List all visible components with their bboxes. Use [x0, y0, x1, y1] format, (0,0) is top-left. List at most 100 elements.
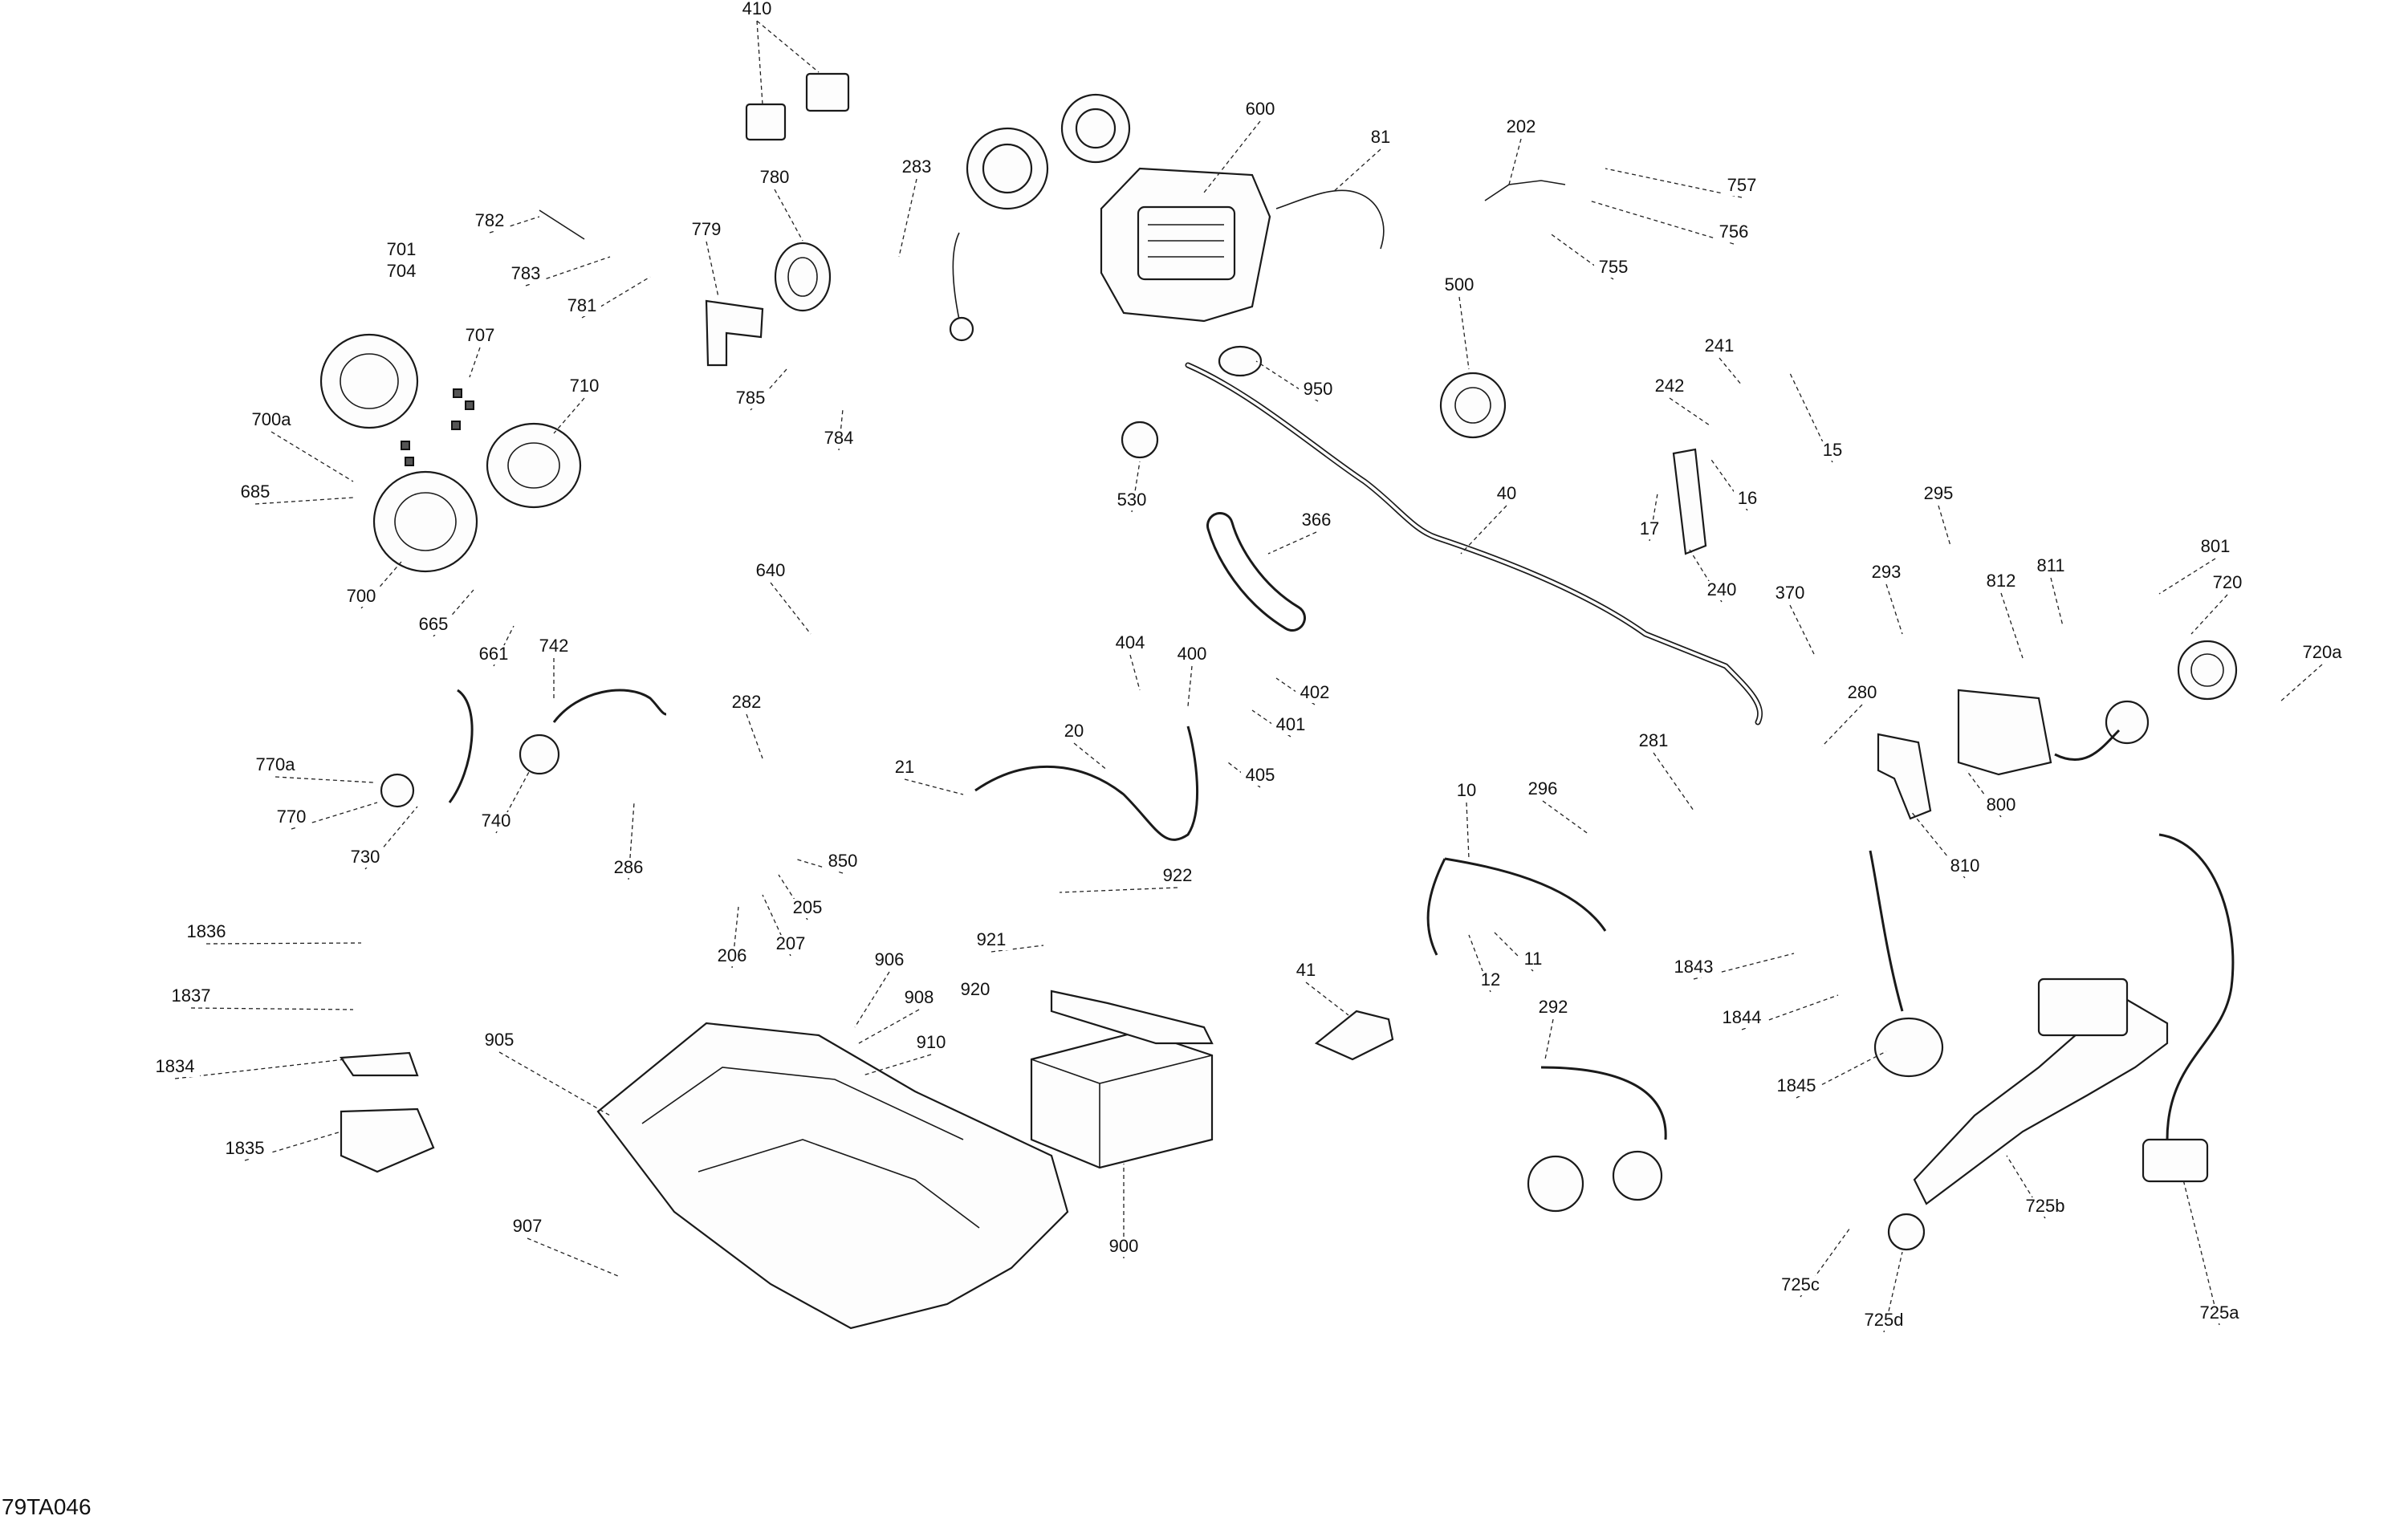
callout-label: 950: [1304, 379, 1333, 399]
callout-label: 240: [1707, 579, 1737, 599]
callout-label: 720a: [2303, 642, 2343, 662]
relay-part: [745, 72, 850, 141]
leader-line: [1669, 397, 1710, 426]
callout-286: 286: [609, 802, 648, 880]
callout-label: 600: [1246, 99, 1275, 119]
callout-1843: 1843: [1669, 953, 1795, 980]
callout-757: 757: [1605, 168, 1761, 198]
leader-line: [2182, 1179, 2220, 1326]
callout-label: 710: [570, 376, 600, 396]
hold-down-part: [1050, 990, 1214, 1045]
horn-part: [774, 242, 832, 312]
callout-label: 410: [742, 0, 772, 18]
callout-label: 740: [482, 811, 511, 831]
callout-370: 370: [1771, 583, 1815, 655]
callout-label: 665: [419, 614, 449, 634]
callout-label: 770: [277, 807, 307, 827]
callout-label: 781: [567, 295, 597, 315]
callout-layer: 4106008120275775675528378077978278378170…: [150, 0, 2347, 1333]
leader-line: [498, 1051, 611, 1116]
leader-line: [1938, 505, 1951, 547]
callout-800: 800: [1966, 770, 2020, 818]
callout-label: 780: [760, 167, 790, 187]
callout-242: 242: [1650, 376, 1710, 426]
callout-780: 780: [755, 167, 803, 242]
leader-line: [2000, 592, 2024, 659]
callout-283: 283: [897, 156, 936, 258]
callout-41: 41: [1292, 960, 1349, 1016]
callout-label: 41: [1296, 960, 1316, 980]
callout-label: 530: [1117, 490, 1147, 510]
callout-530: 530: [1112, 461, 1151, 513]
callout-707: 707: [461, 325, 499, 378]
callout-404: 404: [1111, 632, 1149, 691]
leader-line: [495, 770, 531, 834]
leader-line: [174, 1059, 346, 1079]
callout-label: 922: [1163, 865, 1193, 885]
callout-782: 782: [470, 210, 540, 234]
callout-725b: 725b: [2006, 1155, 2070, 1219]
callout-label: 20: [1064, 721, 1084, 741]
callout-21: 21: [891, 757, 964, 795]
callout-10: 10: [1453, 780, 1480, 860]
callout-label: 16: [1738, 488, 1757, 508]
leader-line: [254, 497, 354, 505]
callout-742: 742: [535, 636, 573, 698]
callout-812: 812: [1982, 571, 2024, 659]
callout-label: 1844: [1723, 1007, 1762, 1027]
callout-400: 400: [1173, 644, 1211, 707]
callout-725a: 725a: [2182, 1179, 2244, 1326]
callout-label: 17: [1640, 518, 1659, 538]
leader-line: [581, 276, 651, 319]
leader-line: [205, 942, 362, 945]
leader-line: [469, 347, 481, 378]
figure-id: 79TA046: [2, 1494, 92, 1519]
callout-label: 779: [692, 219, 722, 239]
callout-665: 665: [414, 589, 474, 637]
callout-label: 242: [1655, 376, 1685, 396]
callout-910: 910: [862, 1032, 950, 1076]
callout-label: 292: [1539, 997, 1568, 1017]
battery-tray-part: [596, 1022, 1069, 1330]
callout-label: 782: [475, 210, 505, 230]
callout-850: 850: [794, 851, 862, 874]
callout-410: 410: [738, 0, 820, 105]
callout-label: 783: [511, 263, 541, 283]
leader-line: [275, 776, 374, 783]
callout-label: 812: [1987, 571, 2016, 591]
callout-730: 730: [346, 806, 418, 870]
callout-label: 280: [1848, 682, 1877, 702]
callout-label: 720: [2213, 572, 2243, 592]
leader-line: [2158, 558, 2216, 595]
callout-206: 206: [713, 906, 751, 969]
leader-line: [1542, 800, 1590, 835]
license-bracket-part: [1913, 994, 2169, 1205]
callout-label: 725a: [2200, 1303, 2240, 1323]
leader-line: [774, 189, 803, 242]
leader-line: [628, 802, 635, 880]
callout-label: 757: [1727, 175, 1757, 195]
callout-11: 11: [1492, 930, 1547, 972]
headlamp-part: [319, 333, 478, 573]
callout-900: 900: [1104, 1164, 1143, 1258]
callout-1835: 1835: [220, 1131, 342, 1161]
callout-label: 400: [1178, 644, 1207, 664]
callout-755: 755: [1548, 232, 1633, 280]
leader-line: [1073, 742, 1108, 771]
callout-366: 366: [1267, 510, 1336, 555]
callout-908: 908: [858, 987, 938, 1044]
leader-line: [1653, 752, 1694, 811]
callout-296: 296: [1523, 778, 1590, 835]
tail-light-part: [2054, 640, 2238, 761]
callout-1844: 1844: [1717, 994, 1839, 1030]
callout-700: 700: [342, 561, 402, 609]
leader-line: [756, 20, 763, 105]
leader-line: [1508, 138, 1522, 185]
fastener-group: [401, 388, 474, 466]
callout-701: 701: [382, 239, 421, 260]
callout-921: 921: [972, 929, 1044, 953]
callout-label: 700a: [252, 409, 292, 429]
callout-label: 900: [1109, 1236, 1139, 1256]
callout-label: 1835: [226, 1138, 265, 1158]
callout-17: 17: [1636, 493, 1663, 542]
